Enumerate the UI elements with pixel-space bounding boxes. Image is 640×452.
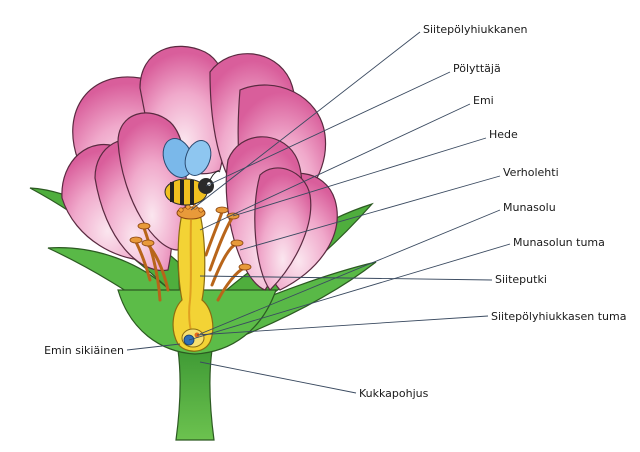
- label-pollen-grain: Siitepölyhiukkanen: [423, 23, 527, 36]
- stem: [175, 349, 215, 441]
- anthers: [129, 206, 252, 271]
- label-pistil: Emi: [473, 94, 494, 107]
- bee-icon: [162, 138, 221, 206]
- label-ovary: Emin sikiäinen: [44, 344, 124, 357]
- label-pollen-tube: Siiteputki: [495, 273, 547, 286]
- label-receptacle: Kukkapohjus: [359, 387, 429, 400]
- labels: Siitepölyhiukkanen Pölyttäjä Emi Hede Ve…: [44, 23, 626, 400]
- label-stamen: Hede: [489, 128, 518, 141]
- stigma: [176, 206, 206, 220]
- label-sepal: Verholehti: [503, 166, 559, 179]
- petals: [61, 45, 338, 291]
- label-pollen-nucleus: Siitepölyhiukkasen tuma: [491, 310, 626, 323]
- pistil: [172, 213, 214, 352]
- label-pollinator: Pölyttäjä: [453, 62, 501, 75]
- pollen-tube: [188, 219, 193, 337]
- leader-lines: [126, 31, 511, 394]
- label-egg-nucleus: Munasolun tuma: [513, 236, 605, 249]
- label-egg-cell: Munasolu: [503, 201, 556, 214]
